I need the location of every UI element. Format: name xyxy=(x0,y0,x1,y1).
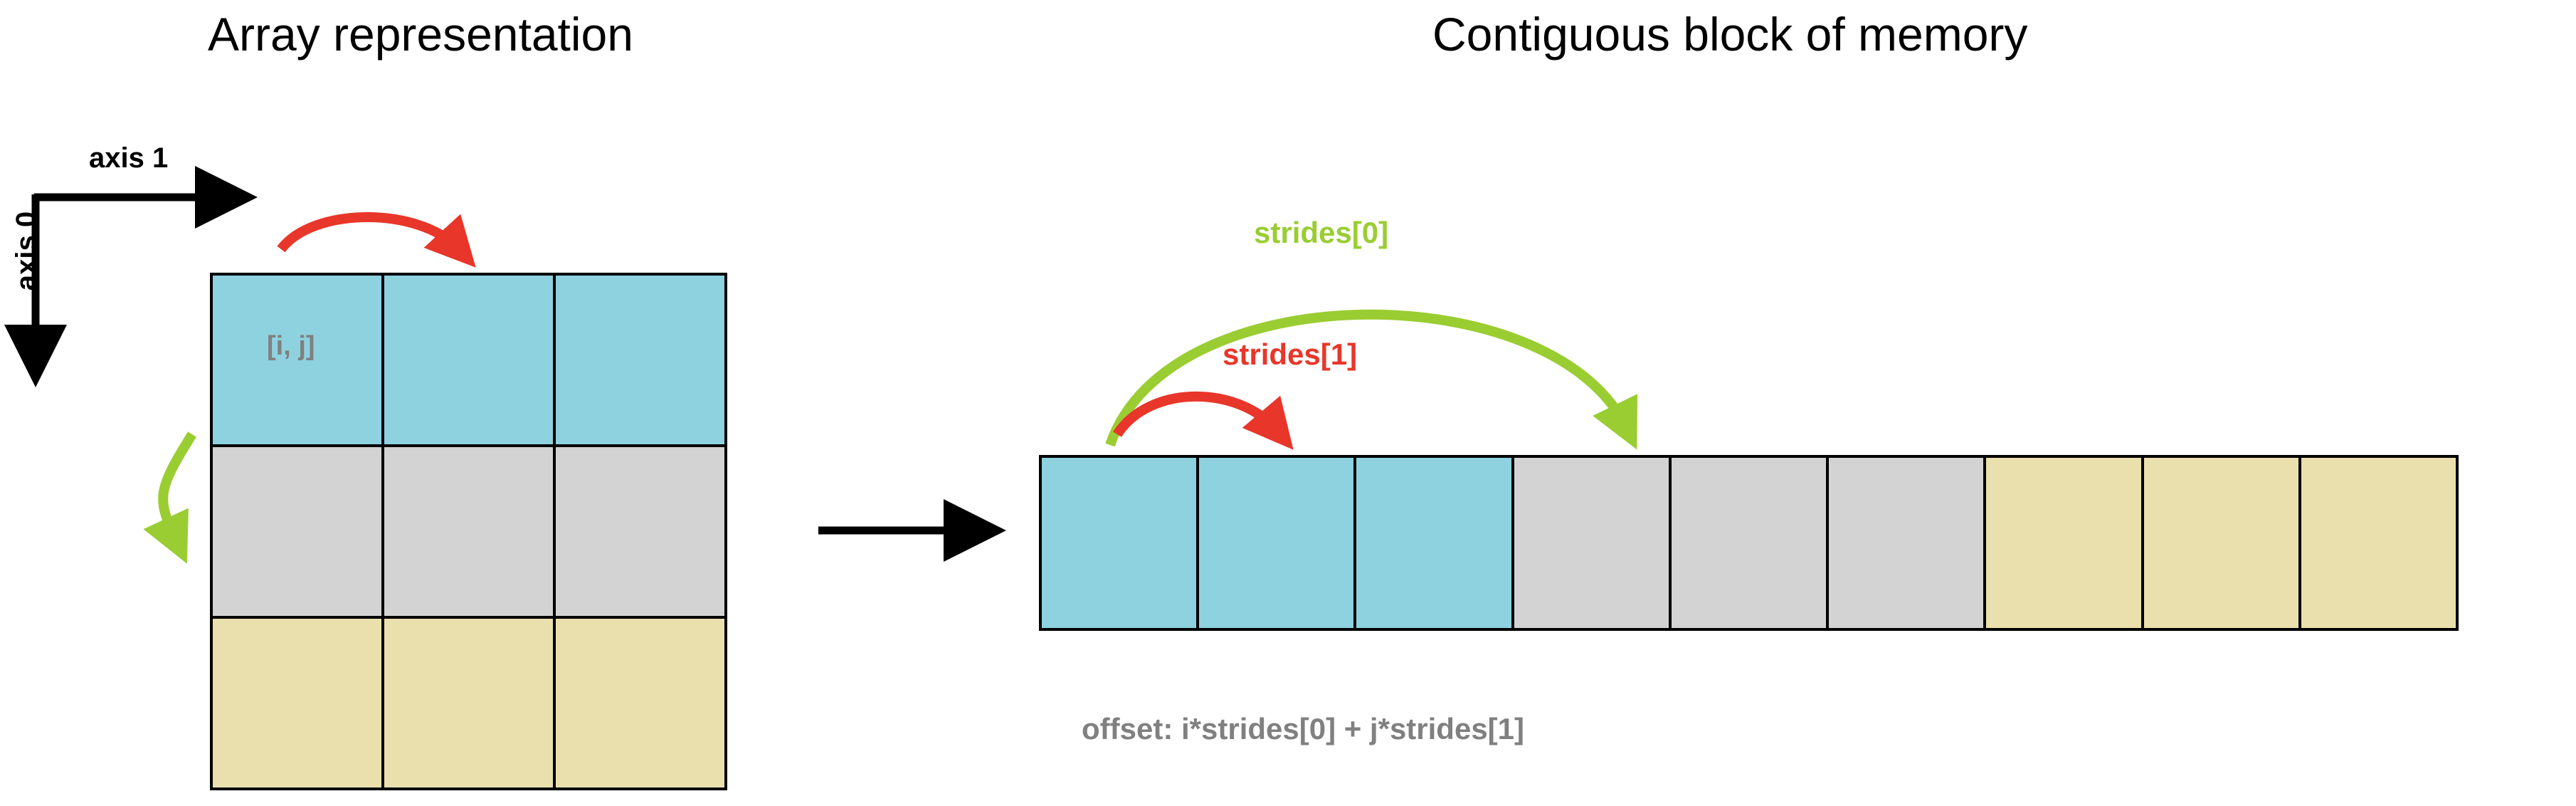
memory-cell-7 xyxy=(2140,455,2301,631)
axis-1-label: axis 1 xyxy=(89,142,169,174)
array-cell-2-0 xyxy=(210,616,384,790)
axis-0-label: axis 0 xyxy=(11,211,43,291)
strides1-label: strides[1] xyxy=(1223,337,1358,371)
memory-cell-1 xyxy=(1196,455,1357,631)
strides0-label: strides[0] xyxy=(1254,216,1389,249)
memory-cell-4 xyxy=(1668,455,1830,631)
array-cell-1-2 xyxy=(553,444,727,619)
memory-strip xyxy=(1039,455,2459,631)
array-grid: [i, j] xyxy=(210,273,727,790)
memory-cell-6 xyxy=(1983,455,2144,631)
right-panel-title: Contiguous block of memory xyxy=(1432,8,2028,61)
array-cell-2-1 xyxy=(381,616,556,790)
left-panel-title: Array representation xyxy=(208,8,633,61)
array-cell-1-1 xyxy=(381,444,556,619)
array-index-label: [i, j] xyxy=(267,331,315,361)
memory-cell-2 xyxy=(1353,455,1514,631)
offset-formula-label: offset: i*strides[0] + j*strides[1] xyxy=(1082,712,1525,745)
array-cell-0-0: [i, j] xyxy=(210,273,384,447)
array-row-arrow-icon xyxy=(143,431,196,564)
memory-cell-0 xyxy=(1039,455,1200,631)
array-cell-0-1 xyxy=(381,273,556,447)
array-cell-0-2 xyxy=(553,273,727,447)
array-column-arrow-icon xyxy=(277,212,476,268)
strides1-arrow-icon xyxy=(1113,391,1294,450)
memory-cell-3 xyxy=(1511,455,1672,631)
memory-cell-8 xyxy=(2298,455,2459,631)
array-cell-1-0 xyxy=(210,444,384,619)
strides0-arrow-icon xyxy=(1105,309,1637,450)
array-cell-2-2 xyxy=(553,616,727,790)
memory-cell-5 xyxy=(1826,455,1987,631)
